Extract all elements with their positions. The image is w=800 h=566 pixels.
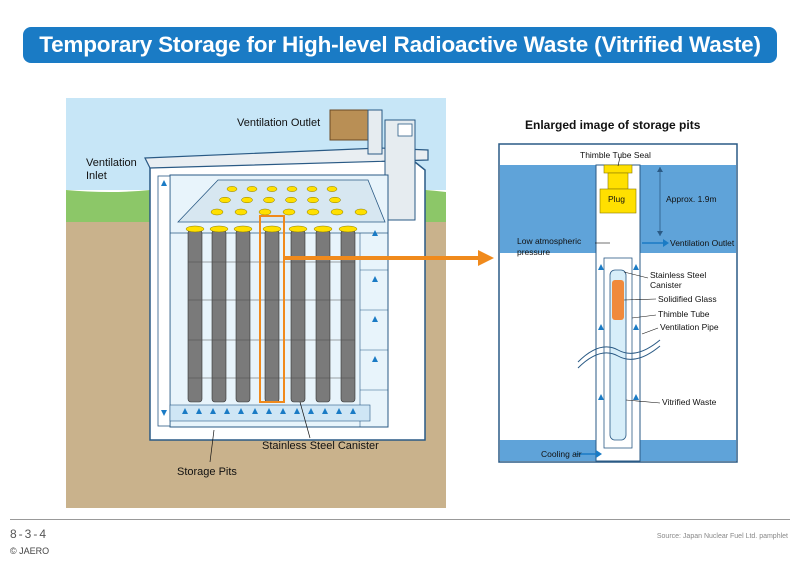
low-pressure-label-line1: Low atmospheric: [517, 236, 582, 246]
ventilation-pipe-label: Ventilation Pipe: [660, 322, 719, 332]
canister-column: [338, 225, 358, 403]
ventilation-inlet-label-line2: Inlet: [86, 170, 107, 182]
approx-depth-label: Approx. 1.9m: [666, 194, 717, 204]
plug-label: Plug: [608, 194, 626, 204]
canister-column: [233, 225, 253, 403]
ventilation-outlet-detail-label: Ventilation Outlet: [670, 238, 735, 248]
vitrified-waste-label: Vitrified Waste: [662, 397, 717, 407]
source-note: Source: Japan Nuclear Fuel Ltd. pamphlet: [656, 533, 788, 540]
canister-column: [262, 225, 282, 403]
page-number: 8-3-4: [10, 527, 49, 541]
canister-column: [288, 225, 308, 403]
canister-column: [185, 225, 205, 403]
storage-pits-label: Storage Pits: [177, 466, 237, 478]
canister-label-line2: Canister: [650, 280, 682, 290]
thimble-tube-label: Thimble Tube: [658, 309, 710, 319]
footer-divider: [10, 519, 790, 520]
storage-building-illustration: [66, 98, 446, 508]
enlarged-heading: Enlarged image of storage pits: [525, 118, 701, 132]
cooling-air-label: Cooling air: [541, 449, 582, 459]
thimble-tube-seal-label: Thimble Tube Seal: [580, 150, 651, 160]
canister-column: [313, 225, 333, 403]
storage-pit-detail: [498, 143, 738, 463]
highlight-box: [259, 215, 285, 403]
copyright: © JAERO: [10, 546, 50, 556]
canister-column: [209, 225, 229, 403]
enlarge-arrow: [284, 250, 494, 266]
stainless-canister-label: Stainless Steel Canister: [262, 440, 379, 452]
ventilation-outlet-label: Ventilation Outlet: [237, 117, 321, 129]
page-title: Temporary Storage for High-level Radioac…: [23, 27, 777, 63]
ventilation-inlet-label-line1: Ventilation: [86, 157, 137, 169]
solidified-glass-label: Solidified Glass: [658, 294, 717, 304]
low-pressure-label-line2: pressure: [517, 247, 551, 257]
canister-label-line1: Stainless Steel: [650, 270, 707, 280]
